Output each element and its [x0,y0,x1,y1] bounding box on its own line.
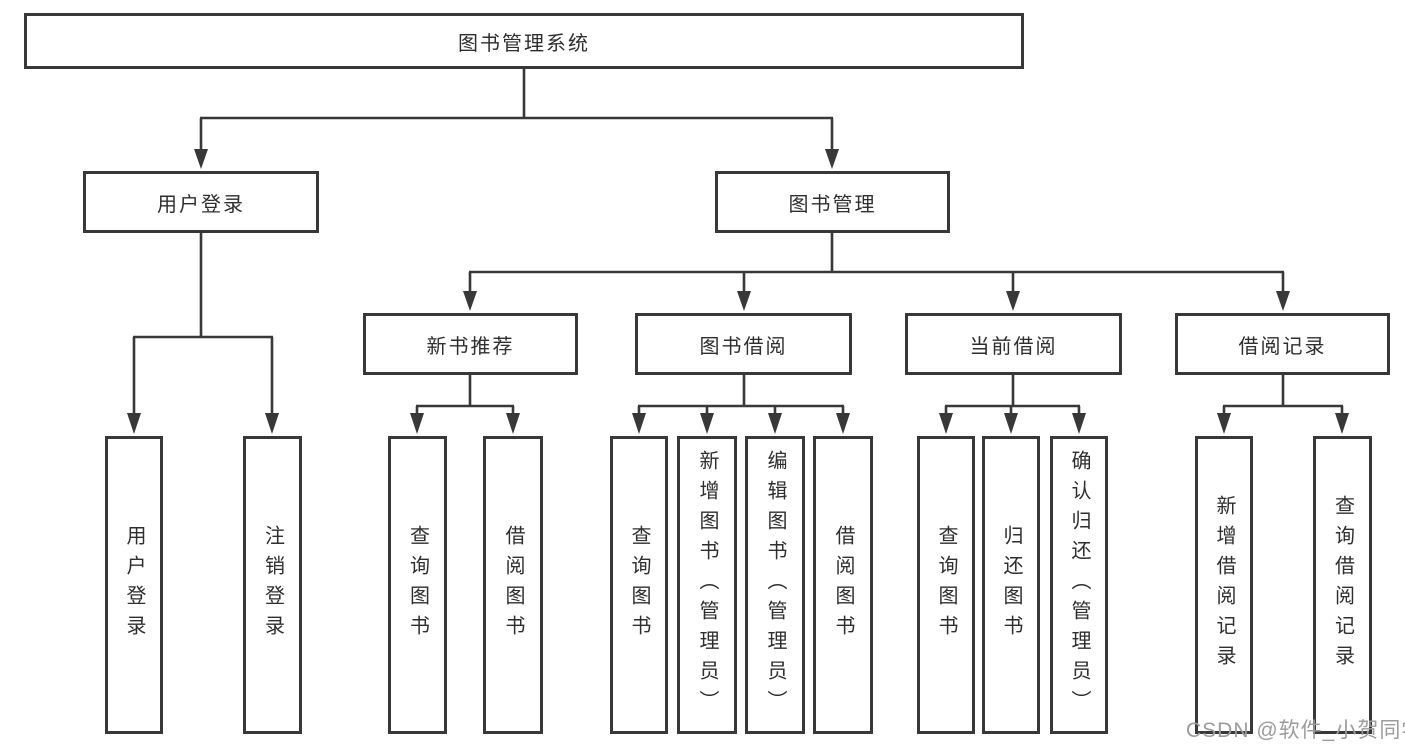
leaf-query-books-borrowing-label: 查询图书 [628,525,650,645]
leaf-edit-books-admin-label: 编辑图书（管理员） [764,450,786,720]
leaf-confirm-return-admin-label: 确认归还（管理员） [1068,450,1090,720]
leaf-user-login: 用户登录 [105,436,163,734]
leaf-borrow-books-borrowing: 借阅图书 [813,436,873,734]
leaf-add-books-admin: 新增图书（管理员） [677,436,737,734]
leaf-query-books-current: 查询图书 [917,436,975,734]
leaf-query-books-recommend-label: 查询图书 [406,525,429,645]
node-root-label: 图书管理系统 [458,32,590,55]
leaf-borrow-books-recommend: 借阅图书 [483,436,543,734]
leaf-borrow-books-recommend-label: 借阅图书 [502,525,524,645]
csdn-watermark: CSDN @软件_小贺同学 [1186,719,1405,742]
leaf-query-books-borrowing: 查询图书 [610,436,668,734]
leaf-query-books-recommend: 查询图书 [388,436,447,734]
leaf-logout: 注销登录 [243,436,302,734]
connector-paths [132,69,1344,420]
node-user-login-label: 用户登录 [157,193,245,216]
leaf-user-login-label: 用户登录 [123,525,145,645]
leaf-add-borrow-record: 新增借阅记录 [1195,436,1253,734]
arrowheads [127,149,1349,434]
node-book-borrowing: 图书借阅 [635,313,852,375]
leaf-query-books-current-label: 查询图书 [935,525,957,645]
node-user-login: 用户登录 [83,171,319,233]
leaf-add-borrow-record-label: 新增借阅记录 [1213,495,1235,675]
node-book-management: 图书管理 [715,171,950,233]
leaf-borrow-books-borrowing-label: 借阅图书 [832,525,854,645]
leaf-logout-label: 注销登录 [261,525,284,645]
leaf-confirm-return-admin: 确认归还（管理员） [1050,436,1108,734]
node-current-borrowing-label: 当前借阅 [969,335,1058,358]
leaf-query-borrow-record-label: 查询借阅记录 [1331,495,1354,675]
leaf-add-books-admin-label: 新增图书（管理员） [696,450,718,720]
leaf-edit-books-admin: 编辑图书（管理员） [745,436,805,734]
node-book-borrowing-label: 图书借阅 [699,335,788,358]
leaf-query-borrow-record: 查询借阅记录 [1313,436,1372,734]
node-book-management-label: 图书管理 [788,193,877,216]
leaf-return-books-label: 归还图书 [1000,525,1022,645]
node-borrowing-records: 借阅记录 [1175,313,1390,375]
node-root-system: 图书管理系统 [24,13,1024,69]
node-new-book-recommend: 新书推荐 [363,313,578,375]
node-current-borrowing: 当前借阅 [905,313,1122,375]
leaf-return-books: 归还图书 [982,436,1040,734]
node-new-book-recommend-label: 新书推荐 [426,335,515,358]
node-borrowing-records-label: 借阅记录 [1238,335,1327,358]
